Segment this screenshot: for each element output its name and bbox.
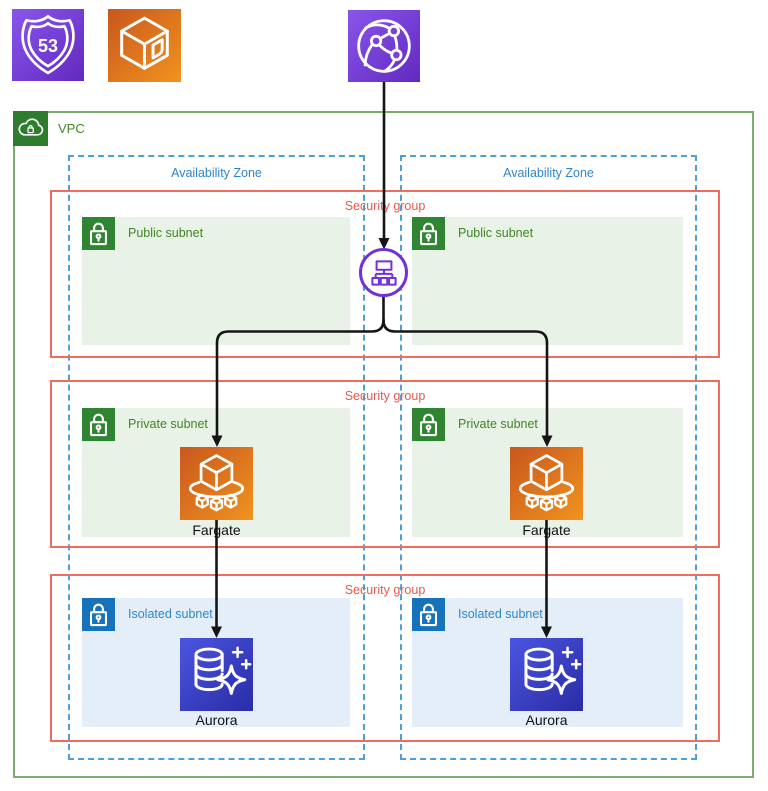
subnet-lock-icon — [82, 217, 115, 250]
subnet-lock-icon — [82, 598, 115, 631]
vpc-label: VPC — [58, 121, 85, 136]
vpc-cloud-lock-icon — [13, 111, 48, 146]
fargate-label: Fargate — [192, 522, 241, 538]
availability-zone-label: Availability Zone — [171, 166, 262, 180]
subnet-label: Public subnet — [458, 226, 534, 240]
cloudfront-icon — [348, 10, 420, 82]
subnet-lock-icon — [82, 408, 115, 441]
subnet-label: Isolated subnet — [458, 607, 543, 621]
security-group-label: Security group — [344, 389, 426, 403]
route53-icon: 53 — [12, 9, 84, 81]
availability-zone-label: Availability Zone — [503, 166, 594, 180]
fargate-label: Fargate — [522, 522, 571, 538]
subnet-lock-icon — [412, 598, 445, 631]
subnet-label: Isolated subnet — [128, 607, 213, 621]
fargate-icon — [180, 447, 253, 520]
availability-zone-right: Availability Zone — [400, 155, 697, 760]
availability-zone-left: Availability Zone — [68, 155, 365, 760]
ecs-icon — [108, 9, 181, 82]
security-group-isolated: Security group — [50, 574, 720, 742]
aurora-icon — [510, 638, 583, 711]
aurora-label: Aurora — [195, 712, 238, 728]
application-load-balancer-icon — [359, 248, 408, 297]
aurora-icon — [180, 638, 253, 711]
subnet-label: Public subnet — [128, 226, 204, 240]
subnet-lock-icon — [412, 217, 445, 250]
aurora-label: Aurora — [525, 712, 568, 728]
subnet-label: Private subnet — [128, 417, 208, 431]
fargate-icon — [510, 447, 583, 520]
route53-shield-number: 53 — [38, 36, 58, 56]
security-group-label: Security group — [344, 199, 426, 213]
security-group-label: Security group — [344, 583, 426, 597]
